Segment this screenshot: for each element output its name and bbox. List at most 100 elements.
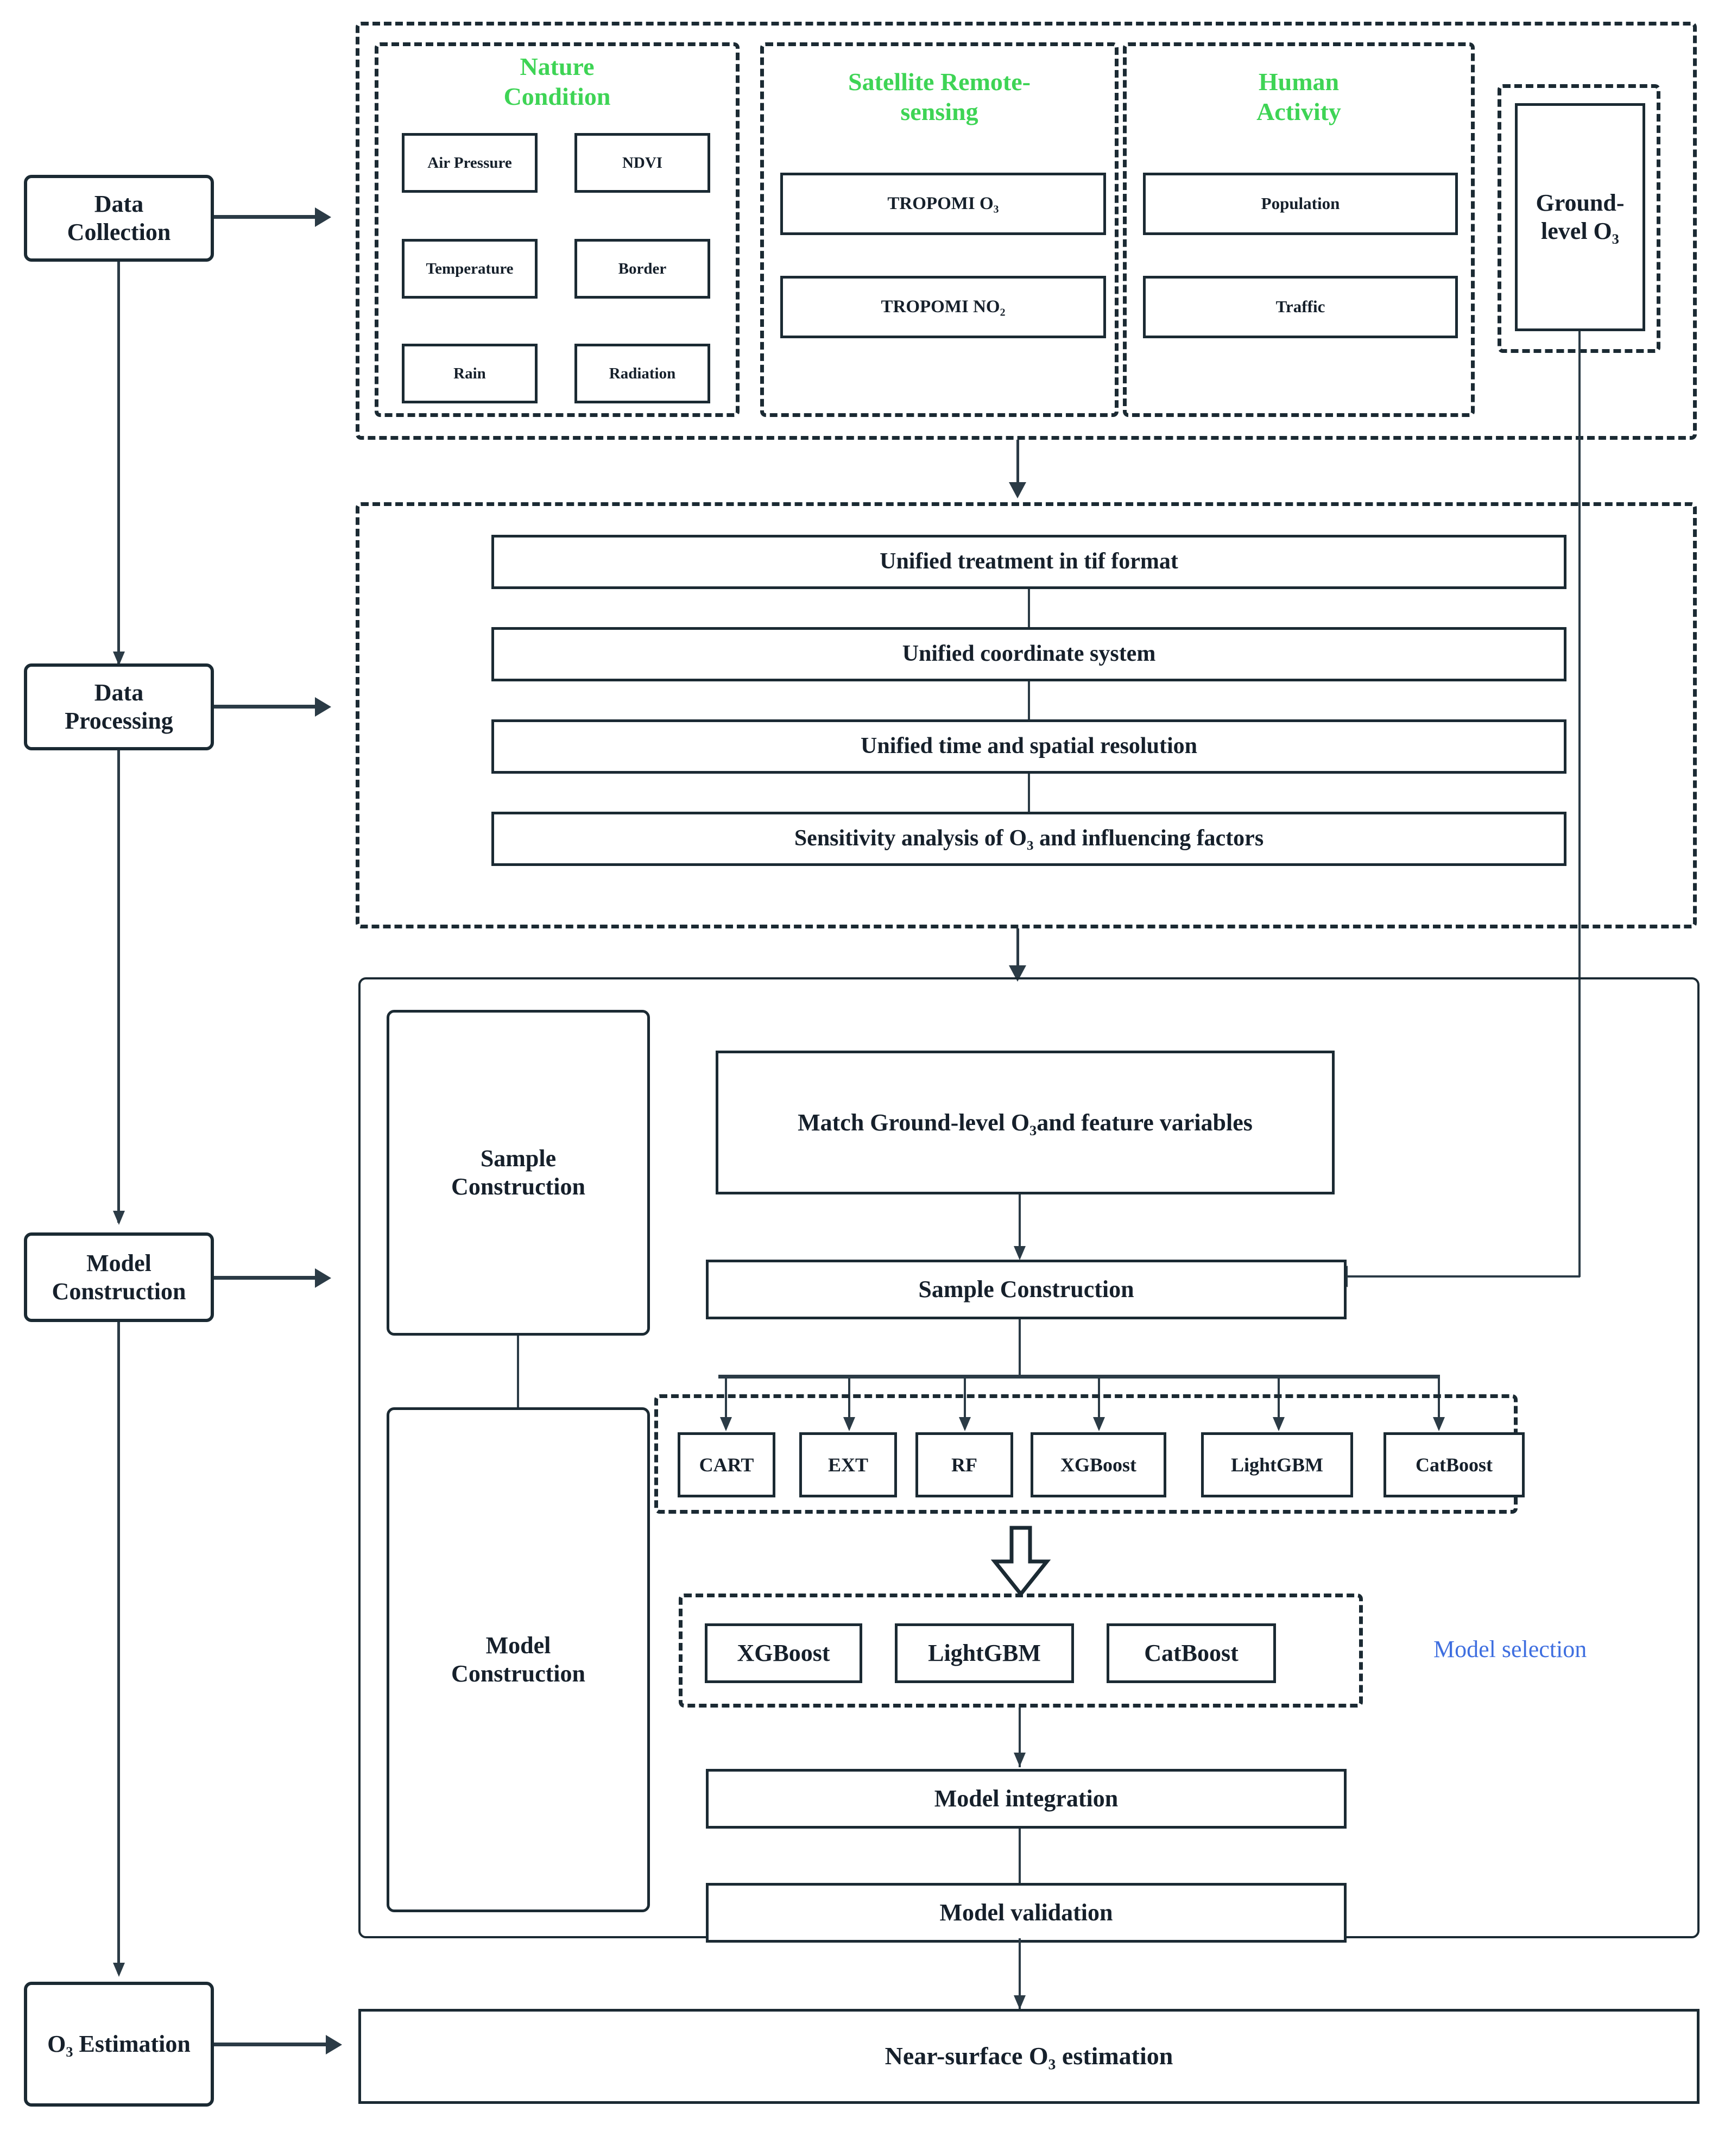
model-label: XGBoost (1060, 1453, 1136, 1476)
group-title-line2: Condition (503, 83, 611, 111)
connector-model-to-final (1019, 1938, 1021, 2009)
item-border[interactable]: Border (574, 239, 710, 299)
arrowhead-lightgbm (1273, 1417, 1285, 1431)
model-xgboost[interactable]: XGBoost (1031, 1432, 1166, 1497)
ground-level-line1: Ground- (1536, 189, 1625, 217)
step-sensitivity-analysis[interactable]: Sensitivity analysis of O₃ and influenci… (491, 812, 1566, 866)
selected-model-xgboost[interactable]: XGBoost (705, 1623, 862, 1683)
connector-panel-sample-to-panel-model (517, 1336, 519, 1407)
model-rf[interactable]: RF (915, 1432, 1013, 1497)
arrowhead-model-to-final (1014, 1995, 1026, 2009)
stage-label-line2: Construction (52, 1278, 186, 1305)
model-label: CatBoost (1416, 1453, 1493, 1476)
arrowhead-selection-to-integration (1014, 1753, 1026, 1767)
item-radiation[interactable]: Radiation (574, 344, 710, 403)
item-label: Rain (453, 364, 486, 382)
group-selected-models (679, 1594, 1363, 1708)
item-rain[interactable]: Rain (402, 344, 538, 403)
stage-label-line1: Data (94, 191, 144, 218)
stage-box-model-construction[interactable]: Model Construction (24, 1232, 214, 1322)
arrowhead-mc-to-o3est (113, 1963, 125, 1977)
connector-mc-to-o3est (117, 1322, 120, 1974)
box-label: Sample Construction (918, 1276, 1134, 1303)
connector-integration-to-validation (1019, 1829, 1021, 1883)
annotation-label: Model selection (1433, 1636, 1587, 1662)
stage-label-line1: Model (86, 1249, 151, 1276)
arrowhead-mc-to-modelsec (315, 1268, 331, 1288)
step-label: Sensitivity analysis of O₃ and influenci… (794, 826, 1264, 851)
item-traffic[interactable]: Traffic (1143, 276, 1458, 338)
box-label: Model validation (939, 1899, 1113, 1926)
stage-label-data-collection: Data Collection (67, 190, 171, 246)
panel-sample-construction[interactable]: Sample Construction (387, 1010, 650, 1336)
item-tropomi-no2[interactable]: TROPOMI NO₂ (780, 276, 1106, 338)
item-label: NDVI (622, 154, 663, 172)
arrowhead-ext (843, 1417, 855, 1431)
box-sample-construction[interactable]: Sample Construction (706, 1260, 1347, 1319)
arrowhead-o3est-to-final (326, 2035, 342, 2054)
model-catboost[interactable]: CatBoost (1384, 1432, 1525, 1497)
selected-model-catboost[interactable]: CatBoost (1107, 1623, 1276, 1683)
model-label: CART (699, 1453, 754, 1476)
arrowhead-catboost (1433, 1417, 1445, 1431)
stage-label-line1: Data (94, 679, 144, 706)
drop-line-lightgbm (1278, 1375, 1280, 1429)
group-title-human-activity: Human Activity (1123, 67, 1475, 127)
step-label: Unified treatment in tif format (880, 549, 1178, 574)
model-cart[interactable]: CART (678, 1432, 775, 1497)
item-label: Radiation (609, 364, 676, 382)
connector-mc-to-modelsec (214, 1276, 317, 1280)
model-label: RF (951, 1453, 977, 1476)
arrowhead-cart (720, 1417, 732, 1431)
item-air-pressure[interactable]: Air Pressure (402, 133, 538, 193)
item-label: Border (618, 260, 667, 277)
panel-model-construction[interactable]: Model Construction (387, 1407, 650, 1912)
box-model-integration[interactable]: Model integration (706, 1769, 1347, 1829)
section-data-collection (356, 22, 1697, 440)
connector-processing-to-model (1016, 928, 1019, 977)
connector-dp-to-mc (117, 750, 120, 1223)
selected-model-lightgbm[interactable]: LightGBM (895, 1623, 1074, 1683)
panel-line1: Sample (480, 1145, 557, 1172)
drop-line-ext (848, 1375, 850, 1429)
item-temperature[interactable]: Temperature (402, 239, 538, 299)
drop-line-catboost (1438, 1375, 1440, 1429)
item-population[interactable]: Population (1143, 173, 1458, 235)
box-near-surface-o3-estimation[interactable]: Near-surface O₃ estimation (358, 2009, 1700, 2104)
connector-match-to-sample (1019, 1194, 1021, 1257)
item-tropomi-o3[interactable]: TROPOMI O₃ (780, 173, 1106, 235)
box-match-ground-level-and-features[interactable]: Match Ground-level O₃and feature variabl… (716, 1051, 1335, 1194)
stage-box-data-collection[interactable]: Data Collection (24, 175, 214, 262)
ground-level-line2: level O₃ (1541, 218, 1619, 244)
arrowhead-match-to-sample (1014, 1246, 1026, 1260)
connector-collection-to-processing (1016, 440, 1019, 494)
model-ext[interactable]: EXT (799, 1432, 897, 1497)
connector-dc-to-dp (117, 262, 120, 663)
box-label: Model integration (934, 1785, 1119, 1812)
connector-dc-to-collection (214, 215, 317, 219)
stage-box-o3-estimation[interactable]: O₃ Estimation (24, 1982, 214, 2107)
item-label: Air Pressure (427, 154, 512, 172)
item-ground-level-o3[interactable]: Ground- level O₃ (1515, 103, 1645, 331)
box-label: Near-surface O₃ estimation (885, 2042, 1173, 2070)
item-label: TROPOMI NO₂ (881, 297, 1006, 317)
arrowhead-dp-to-mc (113, 1211, 125, 1225)
step-unified-coordinate-system[interactable]: Unified coordinate system (491, 627, 1566, 681)
step-unified-tif-format[interactable]: Unified treatment in tif format (491, 535, 1566, 589)
model-label: LightGBM (1230, 1453, 1323, 1476)
box-model-validation[interactable]: Model validation (706, 1883, 1347, 1943)
group-title-line1: Satellite Remote- (848, 68, 1031, 96)
group-title-line1: Human (1258, 68, 1340, 96)
step-unified-time-spatial-resolution[interactable]: Unified time and spatial resolution (491, 719, 1566, 774)
panel-line2: Construction (451, 1173, 585, 1200)
model-lightgbm[interactable]: LightGBM (1201, 1432, 1353, 1497)
group-title-line2: sensing (900, 98, 978, 126)
item-label: Traffic (1275, 297, 1325, 317)
stage-box-data-processing[interactable]: Data Processing (24, 663, 214, 750)
connector-o3est-to-final (214, 2043, 328, 2046)
group-title-line2: Activity (1256, 98, 1341, 126)
item-ndvi[interactable]: NDVI (574, 133, 710, 193)
item-label: Temperature (426, 260, 514, 277)
annotation-model-selection: Model selection (1433, 1635, 1587, 1663)
